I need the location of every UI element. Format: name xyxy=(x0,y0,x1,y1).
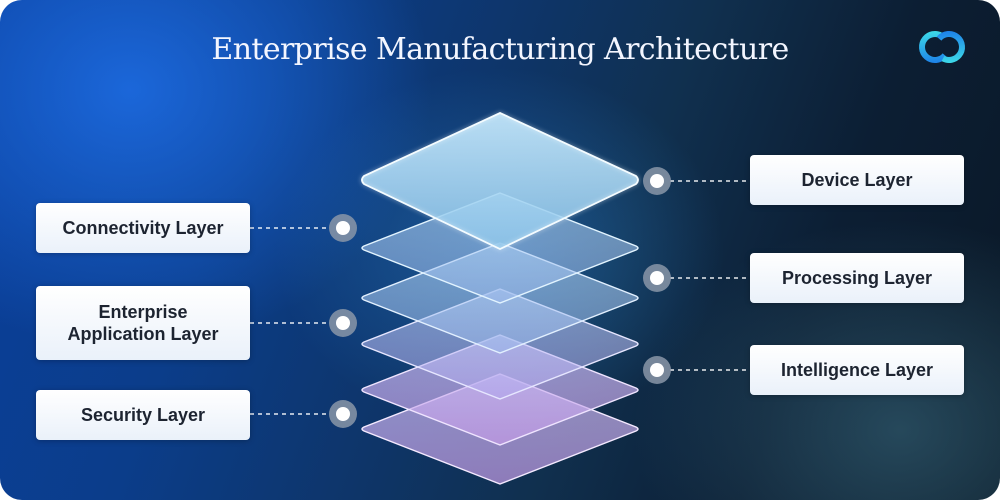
device-layer-text: Device Layer xyxy=(801,170,913,190)
device-layer-label: Device Layer xyxy=(750,155,964,205)
layer-1 xyxy=(360,111,640,251)
enterprise-layer-text-line2: Application Layer xyxy=(67,324,219,344)
brand-logo-icon xyxy=(919,31,965,63)
intelligence-layer-text: Intelligence Layer xyxy=(780,360,934,380)
intelligence-layer-label: Intelligence Layer xyxy=(750,345,964,395)
connectivity-layer-label: Connectivity Layer xyxy=(36,203,250,253)
security-layer-label: Security Layer xyxy=(36,390,250,440)
processing-layer-text: Processing Layer xyxy=(781,268,933,288)
enterprise-layer-text-line1: Enterprise xyxy=(98,302,188,322)
enterprise-application-layer-label: Enterprise Application Layer xyxy=(36,286,250,360)
diagram-title: Enterprise Manufacturing Architecture xyxy=(211,32,789,67)
security-layer-text: Security Layer xyxy=(80,405,206,425)
processing-layer-label: Processing Layer xyxy=(750,253,964,303)
connectivity-layer-text: Connectivity Layer xyxy=(62,218,224,238)
